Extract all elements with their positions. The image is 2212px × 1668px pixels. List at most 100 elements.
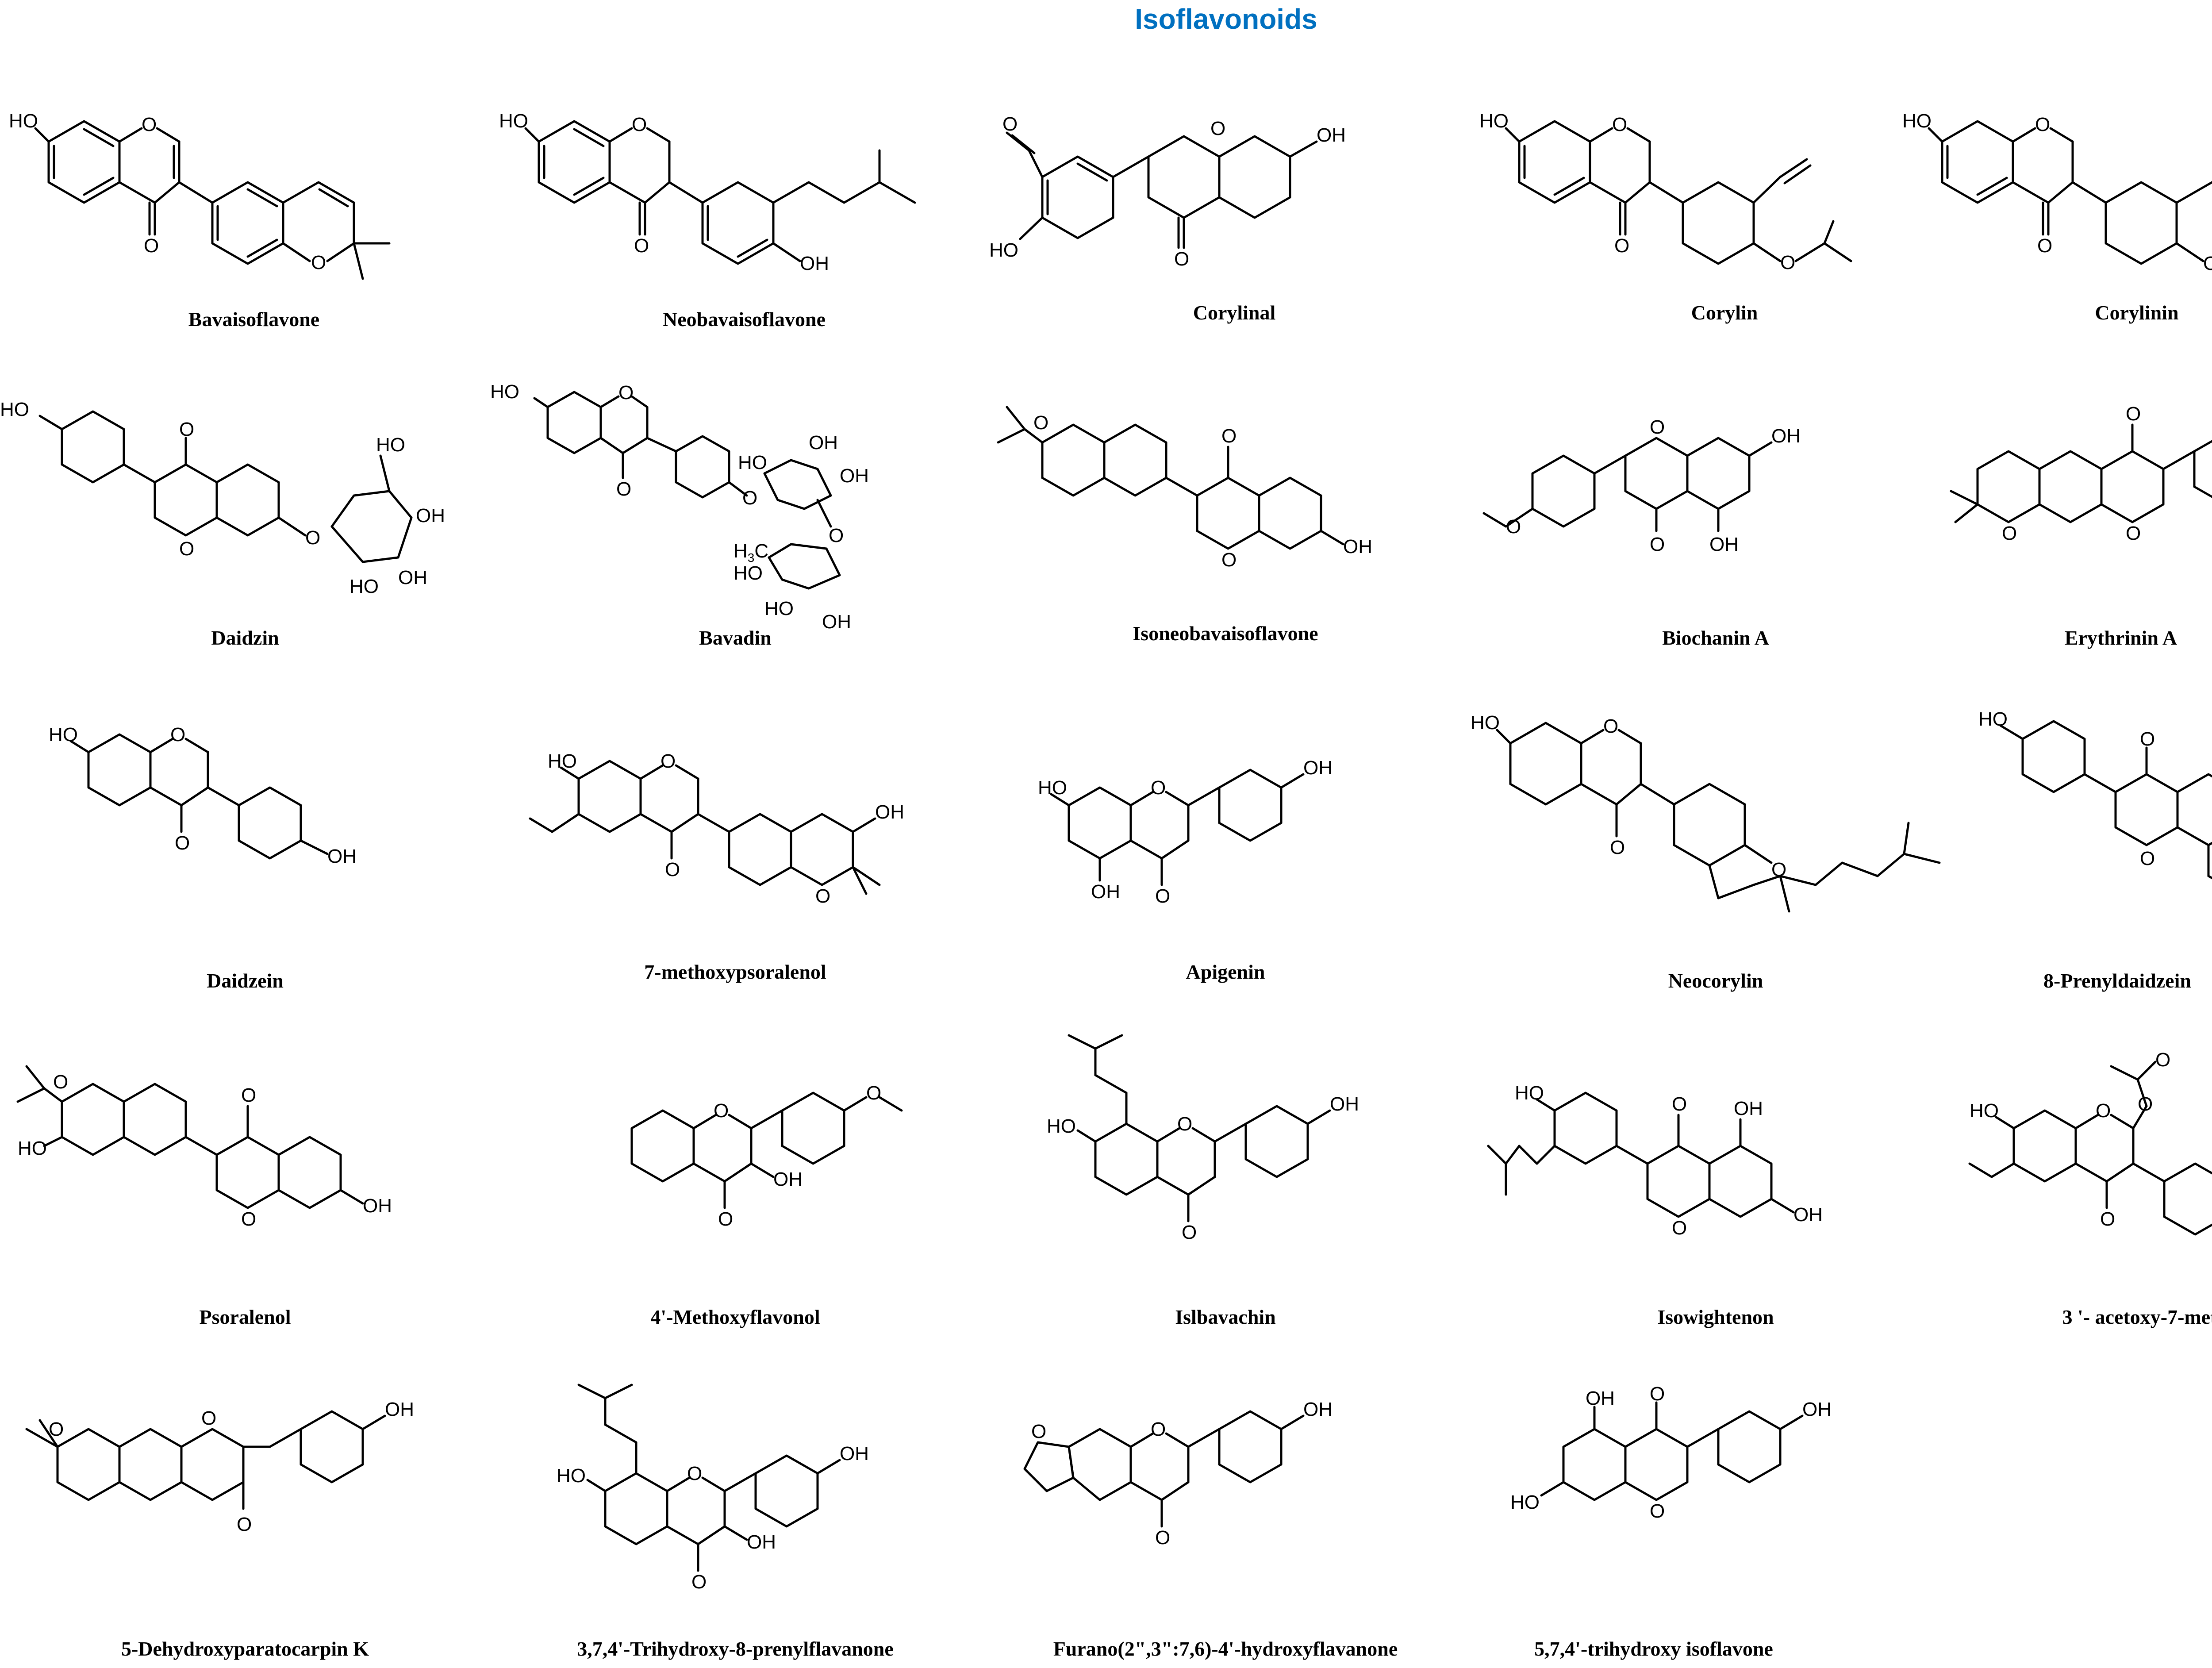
svg-text:OH: OH <box>1802 1399 1832 1420</box>
svg-text:OH: OH <box>398 567 427 588</box>
svg-text:O: O <box>1650 534 1665 555</box>
svg-text:OH: OH <box>1330 1093 1359 1115</box>
svg-text:O: O <box>201 1407 216 1429</box>
compound-name: Islbavachin <box>1175 1306 1276 1328</box>
structure-5-7-4-trihydroxy-isoflavone-icon: OH O HO O OH <box>1510 1383 1832 1522</box>
svg-text:HO: HO <box>1515 1082 1544 1104</box>
svg-text:O: O <box>241 1208 256 1230</box>
svg-text:OH: OH <box>327 846 357 867</box>
svg-text:O: O <box>49 1418 64 1440</box>
svg-text:O: O <box>1650 1500 1665 1522</box>
svg-text:O: O <box>237 1514 252 1535</box>
svg-text:O: O <box>144 235 159 257</box>
compound-name: Corylinal <box>1193 301 1276 324</box>
svg-text:O: O <box>1221 549 1237 571</box>
svg-text:O: O <box>2138 1093 2153 1115</box>
svg-text:OH: OH <box>1734 1098 1763 1119</box>
svg-text:O: O <box>1155 1527 1170 1549</box>
svg-text:O: O <box>1771 859 1786 880</box>
svg-text:OH: OH <box>363 1195 392 1217</box>
compound-name: 5-Dehydroxyparatocarpin K <box>121 1637 369 1660</box>
svg-text:O: O <box>1610 837 1625 858</box>
svg-text:OH: OH <box>1091 881 1120 903</box>
svg-text:HO: HO <box>1510 1491 1540 1513</box>
svg-text:O: O <box>1614 235 1629 257</box>
svg-text:O: O <box>634 235 649 257</box>
compound-name: 3 '- acetoxy-7-methoxypsoralenol <box>2062 1306 2212 1328</box>
compound-name: 8-Prenyldaidzein <box>2043 969 2191 992</box>
svg-text:O: O <box>2037 235 2052 257</box>
svg-text:OH: OH <box>840 465 869 487</box>
svg-text:O: O <box>665 859 680 880</box>
svg-text:OH: OH <box>385 1399 414 1420</box>
svg-text:O: O <box>1155 885 1170 907</box>
compound-name: Neobavaisoflavone <box>663 308 826 331</box>
compound-name: 4'-Methoxyflavonol <box>650 1306 820 1328</box>
svg-text:O: O <box>170 724 185 746</box>
compound-name: Corylinin <box>2095 301 2179 324</box>
svg-text:O: O <box>1650 1383 1665 1405</box>
svg-text:O: O <box>1031 1421 1046 1442</box>
svg-text:HO: HO <box>1038 777 1067 799</box>
svg-text:HO: HO <box>989 239 1018 261</box>
svg-text:O: O <box>305 527 320 549</box>
svg-text:O: O <box>714 1100 729 1122</box>
svg-text:O: O <box>142 114 157 135</box>
svg-text:H3C: H3C <box>733 540 768 565</box>
svg-text:O: O <box>829 525 844 546</box>
svg-text:O: O <box>866 1082 881 1104</box>
svg-text:HO: HO <box>548 750 577 772</box>
compound-name: Isoneobavaisoflavone <box>1133 622 1318 645</box>
svg-text:O: O <box>632 114 647 135</box>
svg-text:O: O <box>2100 1208 2115 1230</box>
svg-text:O: O <box>2126 523 2141 544</box>
svg-text:O: O <box>2126 403 2141 425</box>
svg-text:OH: OH <box>1586 1387 1615 1409</box>
svg-text:O: O <box>1174 248 1189 270</box>
svg-text:HO: HO <box>49 724 78 746</box>
svg-text:OH: OH <box>416 505 445 527</box>
svg-text:O: O <box>311 252 326 273</box>
svg-text:O: O <box>1612 114 1627 135</box>
compound-name: Furano(2",3":7,6)-4'-hydroxyflavanone <box>1053 1637 1398 1660</box>
svg-text:O: O <box>53 1071 68 1093</box>
compound-name: 7-methoxypsoralenol <box>644 961 826 983</box>
svg-text:HO: HO <box>376 434 405 456</box>
svg-text:OH: OH <box>809 432 838 454</box>
svg-text:OH: OH <box>875 801 904 823</box>
svg-text:O: O <box>2155 1049 2170 1071</box>
compound-name: Bavaisoflavone <box>188 308 320 331</box>
svg-text:OH: OH <box>773 1168 803 1190</box>
compound-card: O O O OH 5-Dehydroxyparatocarpin K <box>0 1380 490 1668</box>
svg-text:HO: HO <box>733 562 763 584</box>
compound-name: Neocorylin <box>1668 969 1763 992</box>
compound-card: HOOOOOOOH 3 '- acetoxy-7-methoxypsoralen… <box>1961 1040 2212 1349</box>
compound-name: Biochanin A <box>1662 626 1769 649</box>
svg-text:O: O <box>1182 1222 1197 1243</box>
svg-text:O: O <box>687 1463 702 1484</box>
svg-text:O: O <box>1650 416 1665 438</box>
